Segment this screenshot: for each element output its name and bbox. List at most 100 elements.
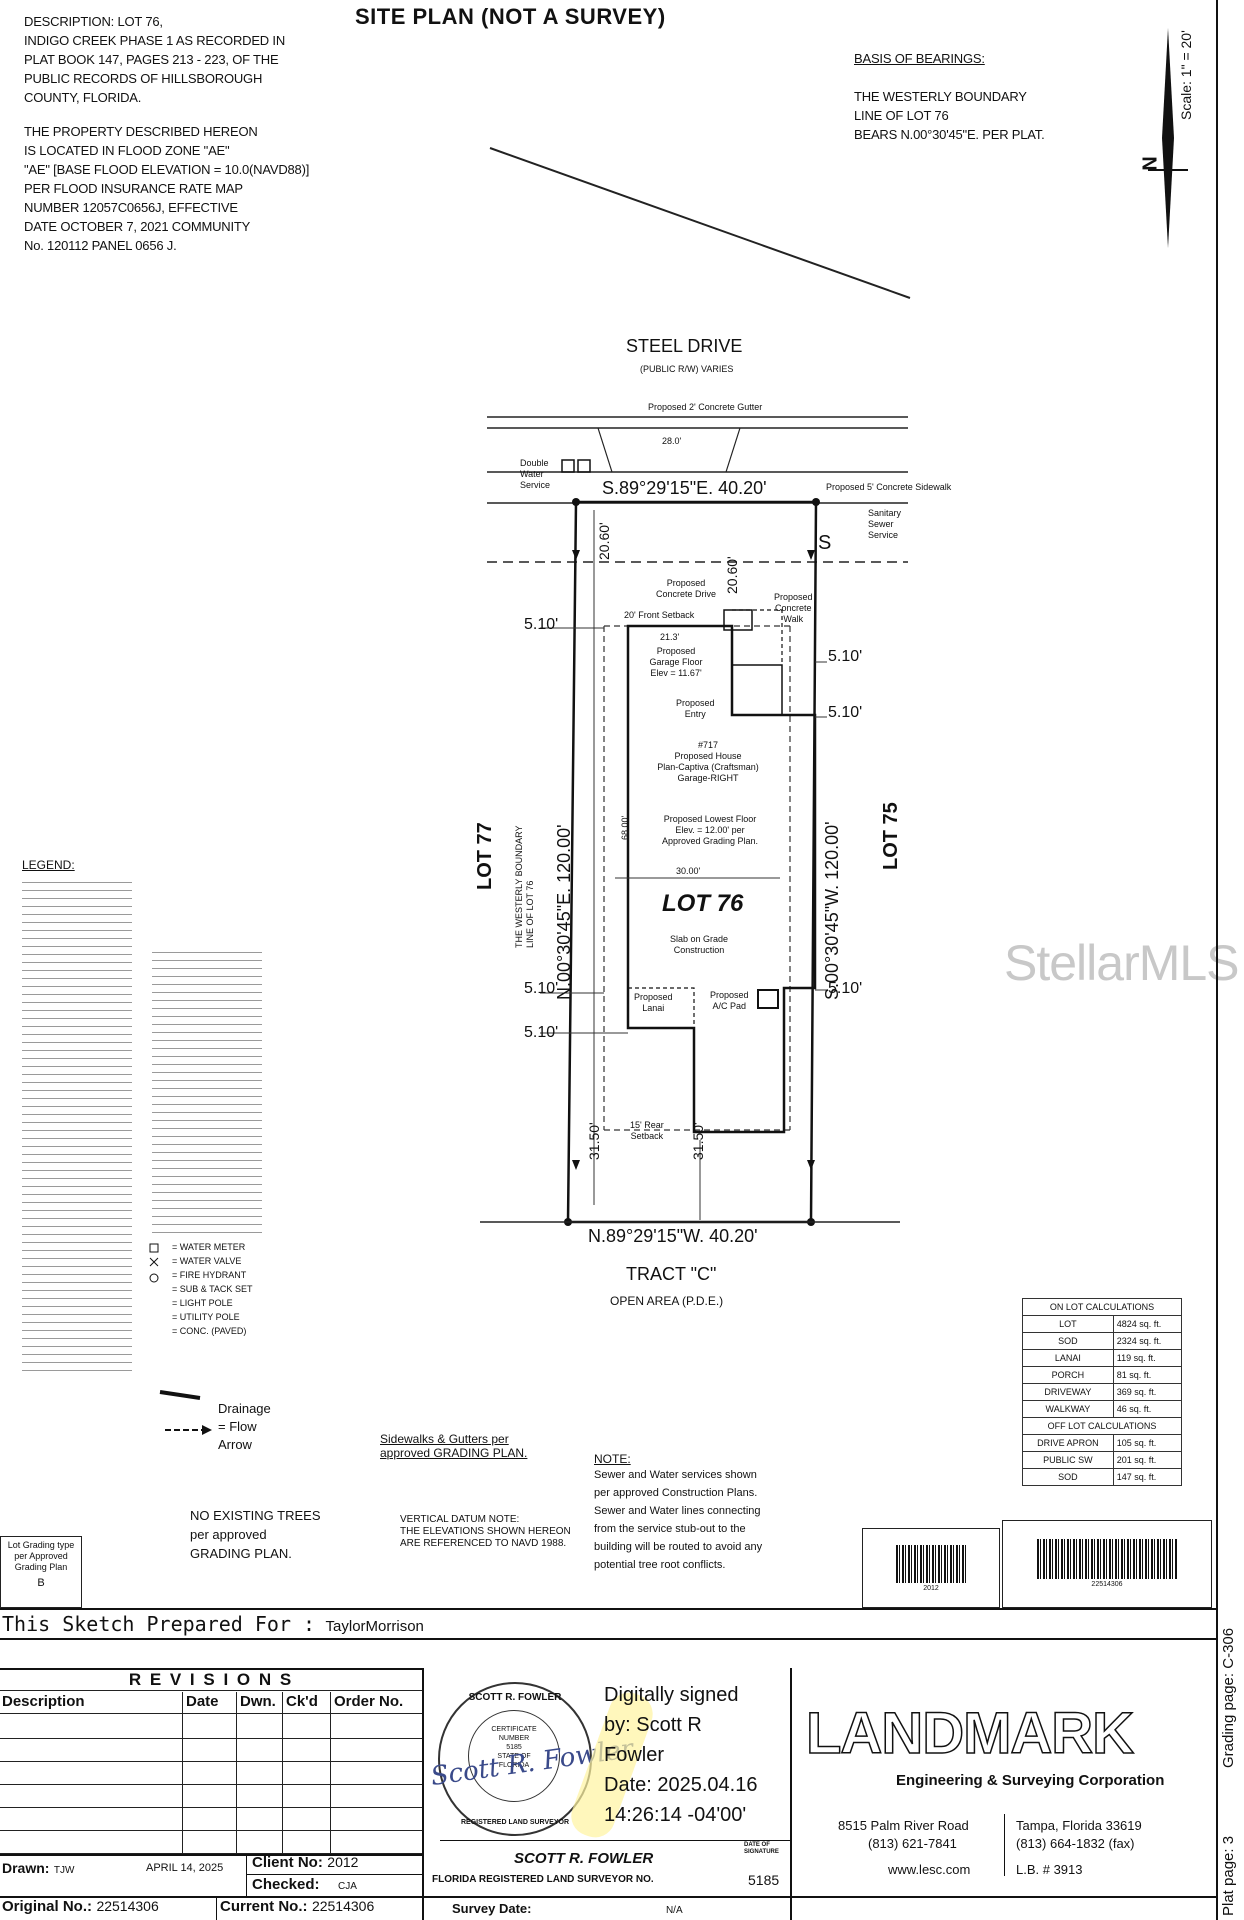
barcode-2-label: 22514306 bbox=[1091, 1581, 1123, 1588]
barcode-icon bbox=[896, 1545, 966, 1583]
legend-body bbox=[22, 878, 132, 1378]
left-bearing-label: N.00°30'45"E. 120.00' bbox=[554, 824, 574, 1000]
company-lb: L.B. # 3913 bbox=[1016, 1862, 1083, 1877]
company-city: Tampa, Florida 33619 bbox=[1016, 1818, 1142, 1833]
legend-symbol-4: = LIGHT POLE bbox=[172, 1298, 233, 1308]
legend-symbols: = WATER METER = WATER VALVE = FIRE HYDRA… bbox=[172, 1240, 252, 1338]
lot77-label: LOT 77 bbox=[474, 822, 496, 890]
calc-cell: 4824 sq. ft. bbox=[1112, 1315, 1183, 1333]
gutter-label: Proposed 2' Concrete Gutter bbox=[648, 402, 763, 412]
rev-col-ckd: Ck'd bbox=[286, 1693, 318, 1710]
company-logo: LANDMARK bbox=[805, 1701, 1135, 1766]
lot75-label: LOT 75 bbox=[880, 802, 902, 870]
datum-note: VERTICAL DATUM NOTE: THE ELEVATIONS SHOW… bbox=[400, 1514, 571, 1549]
plat-page-label: Plat page: 3 bbox=[1220, 1835, 1237, 1916]
seal-top-text: SCOTT R. FOWLER bbox=[468, 1692, 562, 1703]
calc-cell: WALKWAY bbox=[1022, 1400, 1114, 1418]
calc-cell: 46 sq. ft. bbox=[1112, 1400, 1183, 1418]
water-meter-icon bbox=[577, 459, 591, 473]
checked-label: Checked: bbox=[252, 1876, 320, 1893]
dim-2060-left: 20.60' bbox=[596, 522, 612, 560]
calc-cell: SOD bbox=[1022, 1332, 1114, 1350]
barcode-box-1: 2012 bbox=[862, 1528, 1000, 1608]
page-title: SITE PLAN (NOT A SURVEY) bbox=[355, 4, 666, 29]
prepared-for: This Sketch Prepared For : TaylorMorriso… bbox=[2, 1612, 1212, 1636]
dim-510-3: 5.10' bbox=[828, 704, 863, 721]
street-sub: (PUBLIC R/W) VARIES bbox=[640, 364, 734, 374]
sewer-s-label: S bbox=[818, 532, 832, 554]
road-edge-line bbox=[489, 147, 911, 299]
trees-note: NO EXISTING TREES per approved GRADING P… bbox=[190, 1508, 321, 1561]
checked-value: CJA bbox=[337, 1881, 357, 1892]
description-text: DESCRIPTION: LOT 76, INDIGO CREEK PHASE … bbox=[24, 14, 286, 105]
calc-cell: 105 sq. ft. bbox=[1112, 1434, 1183, 1452]
prepared-for-value: TaylorMorrison bbox=[325, 1618, 424, 1635]
company-address: 8515 Palm River Road bbox=[838, 1818, 969, 1833]
top-bearing-label: S.89°29'15"E. 40.20' bbox=[602, 478, 767, 498]
garage-label: Proposed Garage Floor Elev = 11.67' bbox=[649, 646, 703, 678]
drawn-label: Drawn: bbox=[2, 1860, 50, 1876]
north-arrow: N bbox=[1140, 28, 1188, 248]
barcode-1-label: 2012 bbox=[923, 1585, 939, 1592]
ac-label: Proposed A/C Pad bbox=[710, 990, 749, 1011]
dim-510-2: 5.10' bbox=[828, 648, 863, 665]
calc-cell: LANAI bbox=[1022, 1349, 1114, 1367]
flood-zone-text: THE PROPERTY DESCRIBED HEREON IS LOCATED… bbox=[24, 124, 310, 253]
legend-symbol-2: = FIRE HYDRANT bbox=[172, 1270, 247, 1280]
dim-2060-right: 20.60' bbox=[724, 556, 740, 594]
original-label: Original No.: bbox=[2, 1898, 92, 1915]
dim-510-4: 5.10' bbox=[524, 980, 559, 997]
client-row: Client No: 2012 bbox=[252, 1854, 358, 1872]
surveyor-name: SCOTT R. FOWLER bbox=[514, 1850, 654, 1867]
off-lot-heading: OFF LOT CALCULATIONS bbox=[1022, 1417, 1182, 1435]
dim-3150-left: 31.50' bbox=[586, 1122, 602, 1160]
current-row: Current No.: 22514306 bbox=[220, 1898, 374, 1916]
company-fax: (813) 664-1832 (fax) bbox=[1016, 1836, 1135, 1851]
walk-label: Proposed Concrete Walk bbox=[774, 592, 813, 624]
tract-label: TRACT "C" bbox=[626, 1264, 717, 1284]
calc-cell: 369 sq. ft. bbox=[1112, 1383, 1183, 1401]
front-setback-label: 20' Front Setback bbox=[624, 610, 695, 620]
lot-grading-text: Lot Grading type per Approved Grading Pl… bbox=[7, 1540, 75, 1572]
bearings-heading: BASIS OF BEARINGS: bbox=[854, 51, 985, 66]
on-lot-heading: ON LOT CALCULATIONS bbox=[1022, 1298, 1182, 1316]
surveyor-date-sig: DATE OF SIGNATURE bbox=[744, 1842, 779, 1855]
calc-cell: 81 sq. ft. bbox=[1112, 1366, 1183, 1384]
width-top-label: 28.0' bbox=[662, 436, 682, 446]
dim-510-1: 5.10' bbox=[524, 616, 559, 633]
double-water-label: Double Water Service bbox=[520, 458, 551, 490]
rev-col-order: Order No. bbox=[334, 1693, 404, 1710]
water-meter-icon bbox=[561, 459, 575, 473]
calc-cell: 119 sq. ft. bbox=[1112, 1349, 1183, 1367]
calc-cell: PORCH bbox=[1022, 1366, 1114, 1384]
construction-note: NOTE: Sewer and Water services shown per… bbox=[594, 1452, 804, 1574]
legend: LEGEND: = WATER METER = WATER VALVE = FI… bbox=[22, 858, 282, 1418]
legend-symbol-6: = CONC. (PAVED) bbox=[172, 1326, 247, 1336]
note-text: Sewer and Water services shown per appro… bbox=[594, 1469, 763, 1571]
grading-page-label: Grading page: C-306 bbox=[1220, 1627, 1237, 1768]
company-phone: (813) 621-7841 bbox=[868, 1836, 957, 1851]
legend-secondary bbox=[152, 948, 262, 1238]
survey-date-value: N/A bbox=[665, 1905, 683, 1916]
client-value: 2012 bbox=[327, 1854, 359, 1870]
current-label: Current No.: bbox=[220, 1898, 308, 1915]
calc-cell: DRIVEWAY bbox=[1022, 1383, 1114, 1401]
seal-bottom-text: REGISTERED LAND SURVEYOR bbox=[461, 1819, 569, 1826]
surveyor-number: 5185 bbox=[748, 1872, 780, 1888]
house-label: #717 Proposed House Plan-Captiva (Crafts… bbox=[657, 740, 759, 783]
dim-3150-right: 31.50' bbox=[690, 1122, 706, 1160]
entry-label: Proposed Entry bbox=[676, 698, 715, 719]
dim-3000-label: 30.00' bbox=[676, 866, 701, 876]
seal-inner: CERTIFICATE NUMBER 5185 STATE OF FLORIDA bbox=[468, 1710, 560, 1802]
lot-grading-box: Lot Grading type per Approved Grading Pl… bbox=[0, 1536, 82, 1608]
rear-setback-label: 15' Rear Setback bbox=[630, 1120, 664, 1141]
sidewalk-label: Proposed 5' Concrete Sidewalk bbox=[826, 482, 952, 492]
drawn-row: Drawn: TJW bbox=[2, 1860, 74, 1878]
